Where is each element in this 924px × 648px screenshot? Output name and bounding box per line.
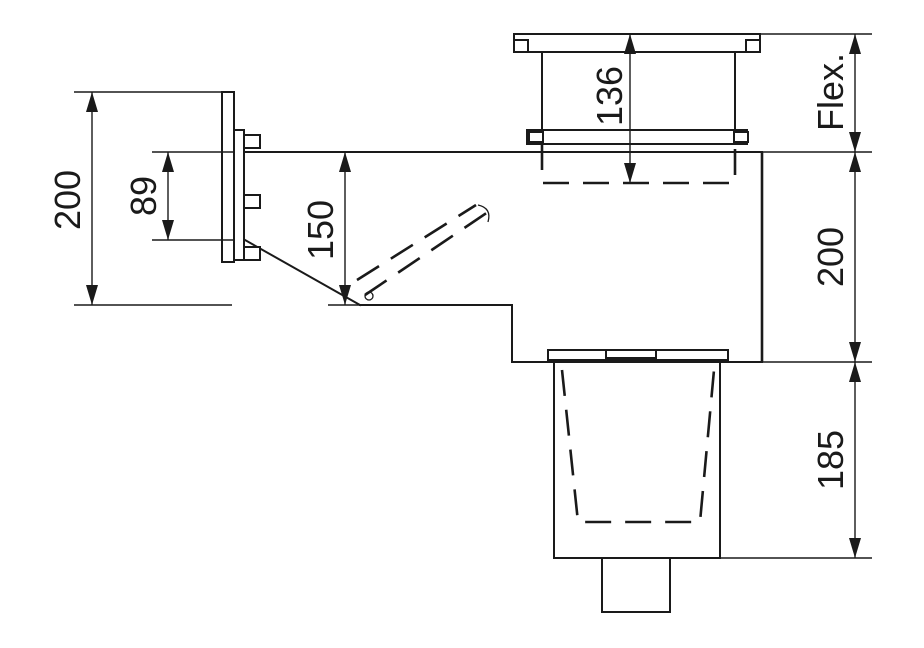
dim-left-overall: 200: [47, 92, 98, 305]
wall-flange: [221, 91, 261, 263]
dim-left-flange: 89: [123, 152, 174, 240]
dim-label-basket-height: 185: [810, 430, 851, 490]
dim-label-body-height: 200: [810, 227, 851, 287]
dim-label-left-flange: 89: [123, 176, 164, 216]
dim-top-adjust: Flex.: [810, 34, 861, 152]
dim-label-inlet-depth: 150: [300, 200, 341, 260]
basket: [547, 349, 729, 613]
dim-basket-height: 185: [810, 362, 861, 558]
dim-label-top-adjust: Flex.: [810, 53, 851, 131]
dim-body-height: 200: [810, 152, 861, 362]
dim-top-riser: 136: [589, 34, 636, 183]
dim-label-top-riser: 136: [589, 66, 630, 126]
weir-flap: [356, 203, 490, 301]
dim-label-left-overall: 200: [47, 170, 88, 230]
dim-inlet-depth: 150: [300, 152, 351, 305]
lid-riser: [513, 33, 761, 185]
extension-lines: [74, 33, 872, 559]
